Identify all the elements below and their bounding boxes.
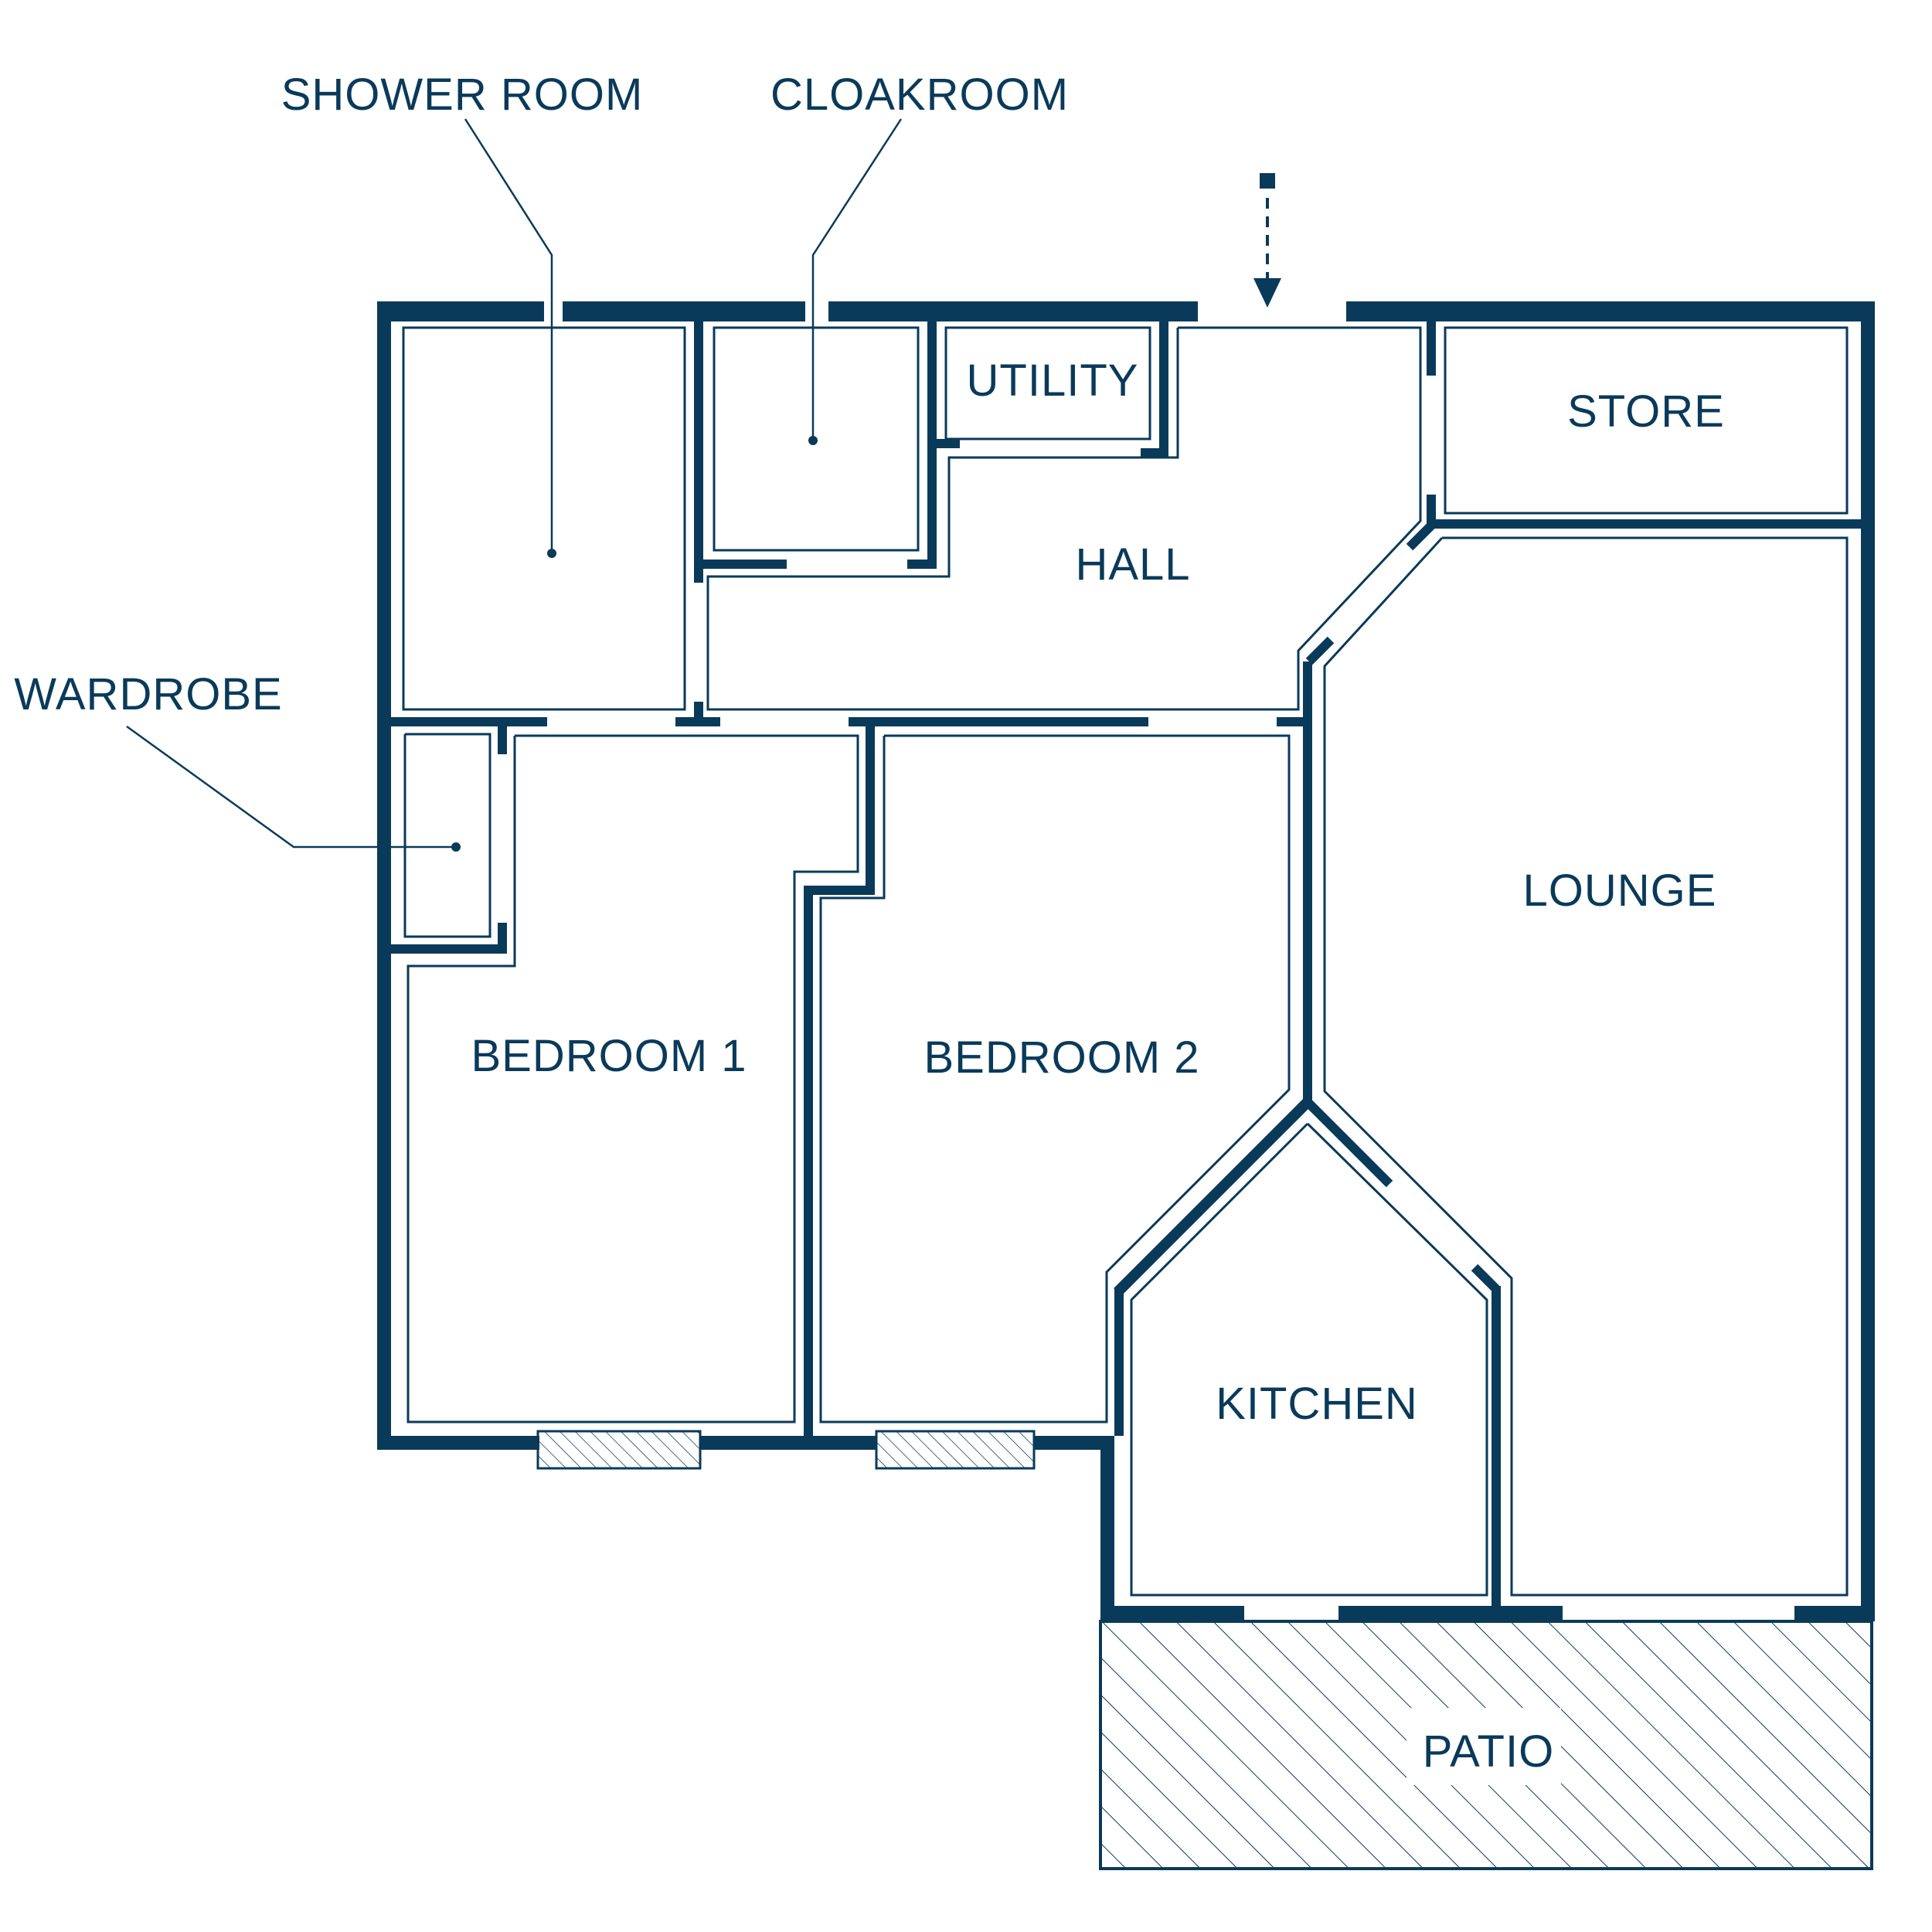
- label-bedroom-2: BEDROOM 2: [923, 1032, 1199, 1083]
- label-store: STORE: [1567, 386, 1725, 437]
- label-shower-room: SHOWER ROOM: [281, 70, 644, 120]
- label-wardrobe: WARDROBE: [14, 669, 282, 719]
- shower-room-leader: [464, 118, 556, 558]
- bedroom1-window: [536, 1430, 702, 1470]
- cloakroom-leader: [808, 118, 903, 445]
- label-utility: UTILITY: [967, 355, 1139, 406]
- label-patio: PATIO: [1423, 1726, 1554, 1777]
- room-outlines: [402, 326, 1849, 1597]
- wardrobe-leader: [126, 725, 461, 852]
- entrance-arrow-icon: [1253, 173, 1281, 308]
- label-cloakroom: CLOAKROOM: [770, 70, 1069, 120]
- internal-walls: [389, 320, 1875, 1615]
- label-kitchen: KITCHEN: [1216, 1379, 1418, 1429]
- bedroom2-window: [875, 1430, 1036, 1470]
- label-hall: HALL: [1075, 539, 1190, 590]
- label-lounge: LOUNGE: [1523, 866, 1717, 916]
- patio: [1099, 1620, 1873, 1870]
- label-bedroom-1: BEDROOM 1: [471, 1031, 747, 1081]
- outer-walls: [377, 301, 1875, 1621]
